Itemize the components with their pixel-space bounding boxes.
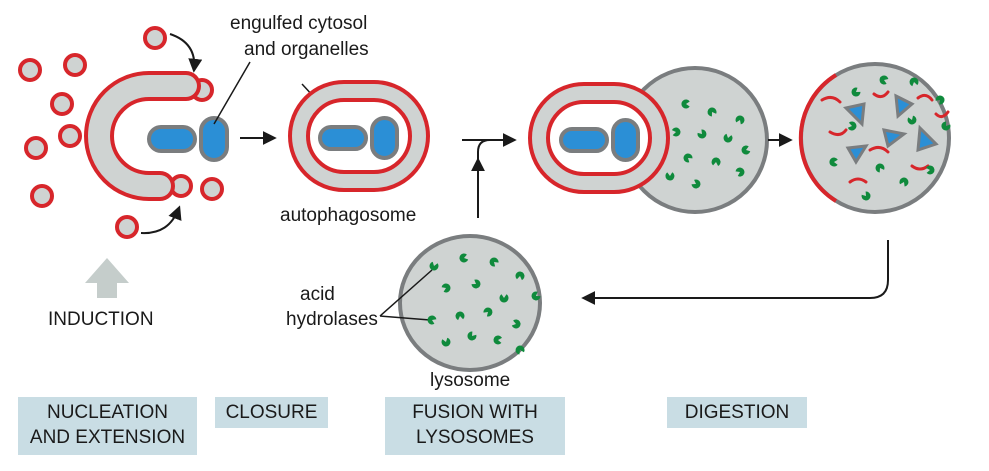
hydrolase [489,257,499,267]
hydrolase [459,253,469,263]
hydrolase [531,291,541,301]
membrane-fragments [820,90,950,184]
hydrolases-label: hydrolases [286,309,378,330]
stage-fusion-line1: FUSION WITH [412,402,538,423]
acid-hydrolases [427,75,951,355]
stage-fusion: FUSION WITH LYSOSOMES [385,397,565,455]
hydrolase [879,75,889,85]
hydrolase [935,95,945,105]
lysosome-label: lysosome [430,370,510,391]
hydrolase [511,319,521,329]
hydrolase [471,279,481,289]
hydrolase-leader-1 [379,269,433,317]
hydrolase [515,345,525,355]
hydrolase [683,153,693,163]
hydrolase [691,179,701,189]
induction-arrow [85,258,129,298]
vesicle [30,184,54,208]
stage-nucleation-line2: AND EXTENSION [29,427,186,448]
stage-digestion-line1: DIGESTION [684,402,790,423]
cargo-organelles [147,116,229,162]
vesicle [58,124,82,148]
hydrolase [499,294,509,303]
hydrolase [707,107,717,117]
recycle-arrow [581,240,889,305]
hydrolase [441,337,451,347]
induction-label: INDUCTION [48,309,154,330]
engulfed-leader-1 [213,61,251,125]
autophagosome-cargo [318,116,399,160]
hydrolase [909,77,919,87]
hydrolase [741,145,751,155]
hydrolase [926,165,935,175]
hydrolase [899,177,909,187]
stage-digestion: DIGESTION [667,397,807,428]
hydrolase [427,315,437,325]
fusion-cargo [559,118,640,162]
stage-closure-line1: CLOSURE [225,402,318,423]
hydrolase [429,261,439,271]
hydrolase-leader-2 [379,315,431,321]
vesicle [143,26,167,50]
hydrolase [847,121,857,131]
hydrolase [735,167,745,177]
degraded-cargo [843,93,939,165]
hydrolase [671,127,681,137]
stage-closure: CLOSURE [215,397,328,428]
engulfed-label-line1: engulfed cytosol [230,13,367,34]
hydrolase [941,121,951,131]
recruitment-arrow-top [169,33,203,73]
hydrolase [483,307,493,317]
engulfed-label-line2: and organelles [244,39,369,60]
vesicle [50,92,74,116]
hydrolase [493,335,502,345]
stage-nucleation-line1: NUCLEATION [46,402,169,423]
stage-fusion-line2: LYSOSOMES [416,427,534,448]
hydrolase [441,283,451,293]
hydrolase [723,133,733,143]
autophagosome-label: autophagosome [280,205,416,226]
hydrolase [467,331,477,341]
stage-nucleation: NUCLEATION AND EXTENSION [18,397,197,455]
phagophore-lumen [88,75,197,197]
hydrolase [851,87,861,97]
hydrolase [829,157,838,167]
vesicle [63,53,87,77]
vesicle [18,58,42,82]
hydrolase [681,99,690,109]
vesicle [115,215,139,239]
hydrolase [875,163,885,173]
hydrolase [455,311,465,321]
vesicle [200,177,224,201]
hydrolase [697,129,707,139]
arrow-from-lysosome [477,139,491,218]
hydrolase [907,115,917,125]
recruitment-arrow-bottom [140,205,182,235]
autolysosome-membrane-remnant [798,73,838,203]
vesicle [24,136,48,160]
hydrolase [735,115,745,125]
hydrolase [711,157,721,166]
hydrolase [515,271,525,281]
acid-label: acid [300,284,335,305]
hydrolase [861,191,871,201]
hydrolase [665,172,675,181]
